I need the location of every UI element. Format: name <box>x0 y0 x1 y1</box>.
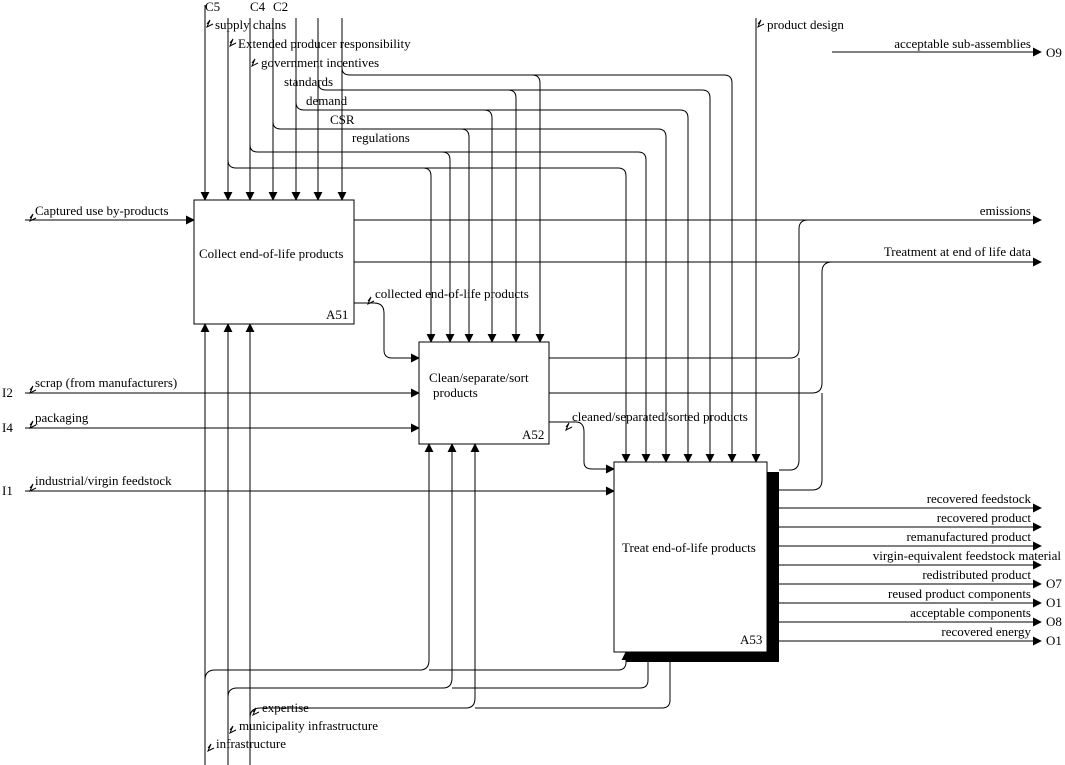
activity-a52-label-line1: Clean/separate/sort <box>429 370 529 385</box>
input-packaging: packaging <box>35 410 89 425</box>
output-code-o8: O8 <box>1046 614 1062 629</box>
activity-a51-id: A51 <box>326 307 348 322</box>
input-arrows <box>25 215 615 496</box>
output-code-o9: O9 <box>1046 45 1062 60</box>
input-code-i4: I4 <box>2 420 13 435</box>
output-code-o1-b: O1 <box>1046 633 1062 648</box>
control-labels: C5 C4 C2 supply chains Extended producer… <box>205 0 844 145</box>
mechanism-infrastructure: infrastructure <box>216 736 286 751</box>
input-code-i1: I1 <box>2 483 13 498</box>
control-csr: CSR <box>330 112 355 127</box>
input-code-i2: I2 <box>2 385 13 400</box>
control-regulations: regulations <box>352 130 410 145</box>
control-arrows <box>200 5 761 463</box>
control-code-c5: C5 <box>205 0 220 14</box>
control-government-incentives: government incentives <box>261 55 379 70</box>
output-acceptable-components: acceptable components <box>910 605 1031 620</box>
label-squiggles <box>29 19 765 753</box>
activity-a53: Treat end-of-life products A53 <box>613 461 779 662</box>
output-code-o7: O7 <box>1046 576 1062 591</box>
control-standards: standards <box>284 74 333 89</box>
output-recovered-feedstock: recovered feedstock <box>927 491 1032 506</box>
output-virgin-equivalent-feedstock: virgin-equivalent feedstock material <box>873 548 1062 563</box>
output-acceptable-sub-assemblies: acceptable sub-assemblies <box>894 36 1031 51</box>
flow-collected-end-of-life-products: collected end-of-life products <box>375 286 529 301</box>
flow-cleaned-separated-sorted-products: cleaned/separated/sorted products <box>572 409 748 424</box>
mechanism-expertise: expertise <box>262 700 309 715</box>
output-arrows <box>354 47 1042 646</box>
output-emissions: emissions <box>980 203 1031 218</box>
input-labels: Captured use by-products I2 scrap (from … <box>2 203 748 498</box>
output-reused-product-components: reused product components <box>888 586 1031 601</box>
output-recovered-product: recovered product <box>937 510 1032 525</box>
control-supply-chains: supply chains <box>215 17 286 32</box>
input-scrap: scrap (from manufacturers) <box>35 375 177 390</box>
activity-a53-label: Treat end-of-life products <box>622 540 756 555</box>
activity-a51: Collect end-of-life products A51 <box>193 199 355 325</box>
control-code-c2: C2 <box>273 0 288 14</box>
activity-a52-id: A52 <box>522 427 544 442</box>
mechanism-labels: expertise municipality infrastructure in… <box>216 700 378 751</box>
mechanism-municipality-infrastructure: municipality infrastructure <box>239 718 378 733</box>
output-treatment-data: Treatment at end of life data <box>884 244 1031 259</box>
output-labels: acceptable sub-assemblies O9 emissions T… <box>873 36 1063 648</box>
output-remanufactured-product: remanufactured product <box>906 529 1031 544</box>
control-code-c4: C4 <box>250 0 266 14</box>
output-recovered-energy: recovered energy <box>941 624 1031 639</box>
activity-a52: Clean/separate/sort products A52 <box>418 341 550 445</box>
input-industrial-virgin-feedstock: industrial/virgin feedstock <box>35 473 172 488</box>
activity-a51-label: Collect end-of-life products <box>199 246 343 261</box>
control-extended-producer-responsibility: Extended producer responsibility <box>238 36 411 51</box>
activity-a53-id: A53 <box>740 632 762 647</box>
mechanism-arrows <box>200 323 675 765</box>
output-redistributed-product: redistributed product <box>922 567 1031 582</box>
control-demand: demand <box>306 93 348 108</box>
input-captured-use-by-products: Captured use by-products <box>35 203 169 218</box>
activity-a52-label-line2: products <box>433 385 478 400</box>
output-code-o1-a: O1 <box>1046 595 1062 610</box>
control-product-design: product design <box>767 17 844 32</box>
